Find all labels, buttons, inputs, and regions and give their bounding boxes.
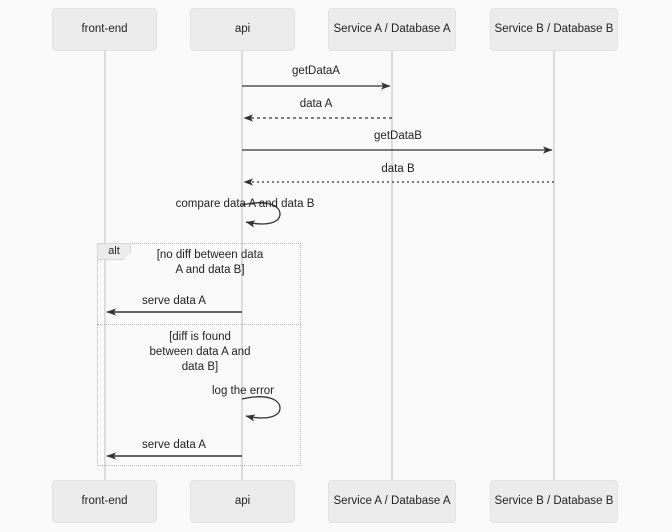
participant-label-front-end-top: front-end bbox=[81, 22, 128, 35]
self-message-loop-compare bbox=[241, 202, 281, 228]
alt-condition-2: [diff is found between data A and data B… bbox=[149, 331, 251, 373]
alt-fragment-label: alt bbox=[108, 245, 120, 257]
self-message-loop-log-error bbox=[241, 396, 281, 422]
message-label-getdataa: getDataA bbox=[292, 65, 340, 77]
messages-group bbox=[106, 82, 554, 460]
participant-label-service-a-top: Service A / Database A bbox=[333, 22, 451, 35]
participant-box-api-bottom[interactable]: api bbox=[190, 480, 295, 523]
alt-fragment-label-tab: alt bbox=[97, 243, 131, 260]
participant-box-service-b-bottom[interactable]: Service B / Database B bbox=[490, 480, 618, 523]
participant-label-front-end-bottom: front-end bbox=[81, 494, 128, 507]
message-label-serve-data-a-2: serve data A bbox=[142, 439, 206, 451]
participant-box-service-a-bottom[interactable]: Service A / Database A bbox=[328, 480, 456, 523]
participant-box-front-end-top[interactable]: front-end bbox=[52, 8, 157, 51]
message-label-getdatab: getDataB bbox=[374, 130, 422, 142]
participant-label-service-a-bottom: Service A / Database A bbox=[333, 494, 451, 507]
participant-box-api-top[interactable]: api bbox=[190, 8, 295, 51]
message-label-log-error: log the error bbox=[211, 385, 275, 397]
participant-label-service-b-top: Service B / Database B bbox=[494, 22, 614, 35]
message-label-data-b: data B bbox=[381, 163, 415, 175]
alt-condition-1: [no diff between data A and data B] bbox=[156, 249, 264, 276]
message-label-serve-data-a-1: serve data A bbox=[142, 295, 206, 307]
alt-fragment-frame bbox=[97, 243, 301, 466]
message-label-compare: compare data A and data B bbox=[175, 198, 315, 210]
participant-label-api-bottom: api bbox=[234, 494, 251, 507]
participant-box-service-a-top[interactable]: Service A / Database A bbox=[328, 8, 456, 51]
participant-label-service-b-bottom: Service B / Database B bbox=[494, 494, 614, 507]
lifelines-group bbox=[104, 51, 555, 480]
participant-box-service-b-top[interactable]: Service B / Database B bbox=[490, 8, 618, 51]
participant-box-front-end-bottom[interactable]: front-end bbox=[52, 480, 157, 523]
message-label-data-a: data A bbox=[299, 98, 333, 110]
participant-label-api-top: api bbox=[234, 22, 251, 35]
alt-fragment-divider bbox=[97, 324, 301, 325]
